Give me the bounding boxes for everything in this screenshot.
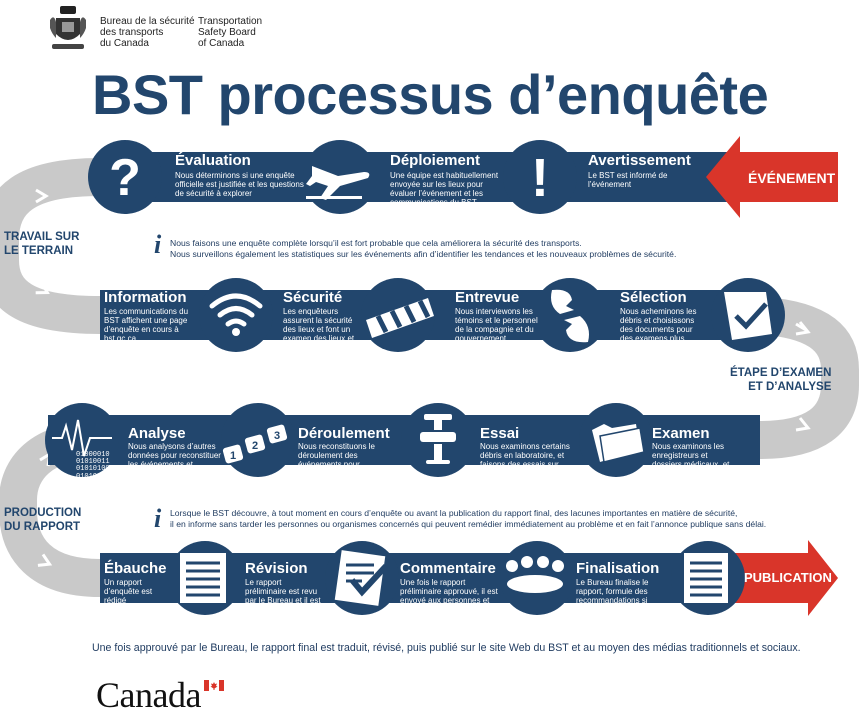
band-row-1: [100, 152, 740, 202]
connector-bend-right: [739, 296, 859, 459]
stage-examen-desc: Nous examinons les enregistreurs et doss…: [652, 442, 731, 487]
bend-arrow-icon: [795, 417, 811, 432]
stage-finalisation-desc: Le Bureau finalise le rapport, formule d…: [576, 578, 666, 623]
document-icon: [180, 553, 226, 603]
stage-avertissement-title: Avertissement: [588, 152, 691, 169]
group-icon: [506, 556, 564, 593]
stage-analyse-desc: Nous analysons d’autres données pour rec…: [128, 442, 221, 487]
info-icon: i: [154, 504, 162, 533]
stage-evaluation-desc: Nous déterminons si une enquête officiel…: [175, 171, 304, 198]
bend-arrow-icon: [795, 321, 811, 336]
label-field-work: TRAVAIL SUR LE TERRAIN: [4, 231, 80, 257]
stage-essai-desc: Nous examinons certains débris en labora…: [480, 442, 570, 487]
information-circle: [199, 278, 273, 352]
coat-of-arms-icon: [50, 6, 86, 49]
stage-revision-desc: Le rapport préliminaire est revu par le …: [245, 578, 322, 614]
publication-arrow: [735, 540, 838, 616]
stage-essai-title: Essai: [480, 425, 520, 442]
publication-label: PUBLICATION: [744, 570, 832, 585]
label-report-production: PRODUCTION DU RAPPORT: [4, 507, 82, 533]
stage-entrevue-desc: Nous interviewons les témoins et le pers…: [455, 307, 538, 343]
bend-arrow-icon: [35, 188, 49, 204]
stage-examen-title: Examen: [652, 425, 710, 442]
final-report-icon: [684, 553, 728, 603]
bend-arrow-icon: [35, 281, 50, 295]
event-arrow: [706, 136, 838, 218]
stage-ebauche-desc: Un rapport d’enquête est rédigé: [104, 578, 153, 605]
stage-commentaire-title: Commentaire: [400, 560, 496, 577]
stage-evaluation-title: Évaluation: [175, 152, 251, 169]
interview-circle: [533, 278, 607, 352]
stage-securite-desc: Les enquêteurs assurent la sécurité des …: [283, 307, 355, 352]
warning-circle: [503, 140, 577, 214]
connector-bend-left-1: [0, 158, 101, 334]
checklist-icon: [724, 292, 772, 340]
stage-ebauche-title: Ébauche: [104, 560, 167, 577]
stage-revision-title: Révision: [245, 560, 308, 577]
barrier-tape-icon: [366, 298, 434, 338]
canada-flag-icon: [204, 680, 224, 691]
stage-finalisation-title: Finalisation: [576, 560, 660, 577]
heartbeat-icon: [52, 419, 112, 457]
wifi-dot-icon: [232, 328, 240, 336]
stage-securite-title: Sécurité: [283, 289, 343, 306]
stage-selection-desc: Nous acheminons les débris et choisisson…: [620, 307, 697, 352]
stage-deploiement-title: Déploiement: [390, 152, 481, 169]
microscope-icon: [420, 414, 456, 464]
canada-wordmark: Canada: [96, 675, 201, 715]
info-icon: i: [154, 230, 162, 259]
airplane-icon: [306, 166, 370, 200]
stage-avertissement-desc: Le BST est informé de l’événement: [588, 171, 668, 189]
svg-text:1: 1: [230, 450, 236, 462]
svg-text:2: 2: [252, 440, 258, 452]
svg-text:3: 3: [274, 430, 280, 442]
interview-faces-icon: [551, 289, 589, 343]
label-review-analysis: ÉTAPE D’EXAMEN ET D’ANALYSE: [730, 367, 832, 393]
stage-commentaire-desc: Une fois le rapport préliminaire approuv…: [400, 578, 498, 614]
org-name-en: Transportation Safety Board of Canada: [198, 16, 263, 49]
folder-icon: [592, 424, 645, 463]
info-note-2: Lorsque le BST découvre, à tout moment e…: [170, 508, 767, 529]
stage-entrevue-title: Entrevue: [455, 289, 520, 306]
evaluation-circle: [88, 140, 162, 214]
bend-arrow-icon: [37, 553, 53, 567]
wifi-icon: [209, 293, 263, 327]
org-name-fr: Bureau de la sécurité des transports du …: [100, 16, 195, 49]
stage-deploiement-desc: Une équipe est habituellement envoyée su…: [390, 171, 499, 216]
footer-note: Une fois approuvé par le Bureau, le rapp…: [92, 642, 801, 654]
org-header: Bureau de la sécurité des transports du …: [48, 4, 378, 54]
exclamation-icon: !: [531, 148, 549, 208]
steps-icon: 1 2 3: [222, 424, 288, 464]
stage-selection-title: Sélection: [620, 289, 687, 306]
stage-analyse-title: Analyse: [128, 425, 186, 442]
stage-deroulement-title: Déroulement: [298, 425, 390, 442]
question-icon: ?: [109, 149, 141, 207]
stage-information-title: Information: [104, 289, 187, 306]
approved-document-icon: [334, 550, 389, 606]
binary-digits-icon: 01000010 01010011 01010100 01010111 0101…: [76, 451, 110, 503]
info-note-1: Nous faisons une enquête complète lorsqu…: [170, 238, 677, 259]
page-title: BST processus d’enquête: [92, 63, 769, 126]
event-label: ÉVÉNEMENT: [748, 170, 836, 186]
stage-information-desc: Les communications du BST affichent une …: [104, 307, 189, 343]
stage-deroulement-desc: Nous reconstituons le déroulement des év…: [298, 442, 395, 478]
